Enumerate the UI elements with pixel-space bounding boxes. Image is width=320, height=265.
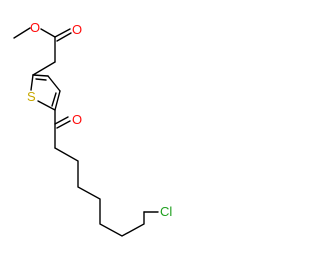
bond-methyl-o bbox=[13, 27, 31, 39]
atom-label-sulfur: S bbox=[27, 89, 36, 104]
bond-ch2-ring bbox=[32, 61, 56, 76]
bonds bbox=[13, 27, 159, 237]
bond-ring-c2-s bbox=[30, 74, 34, 91]
bond-ring-c2-c3-inner bbox=[35, 78, 47, 81]
bond-chain bbox=[54, 147, 145, 237]
chemical-structure: O O S O Cl bbox=[13, 20, 172, 237]
bond-ketone-double-1 bbox=[54, 116, 69, 125]
atom-label-ester-o-methyl: O bbox=[30, 20, 40, 35]
bond-ring-s-c5 bbox=[37, 100, 56, 111]
bond-ring-c4-c5-inner bbox=[51, 92, 57, 107]
bond-ring-c3-c2 bbox=[32, 74, 49, 77]
bond-carbonyl-double-1 bbox=[54, 28, 71, 38]
atom-labels: O O S O Cl bbox=[27, 20, 172, 219]
atom-label-ester-o-carbonyl: O bbox=[72, 22, 82, 37]
bond-ring-c5-c4 bbox=[54, 90, 61, 111]
atom-label-ketone-o: O bbox=[72, 112, 82, 127]
bond-carbonyl-double-2 bbox=[56, 32, 72, 42]
bond-ketone-double-2 bbox=[56, 120, 71, 129]
bond-ring-c4-c3 bbox=[47, 75, 61, 92]
bond-o-carbonyl bbox=[40, 28, 56, 38]
atom-label-chlorine: Cl bbox=[160, 204, 172, 219]
